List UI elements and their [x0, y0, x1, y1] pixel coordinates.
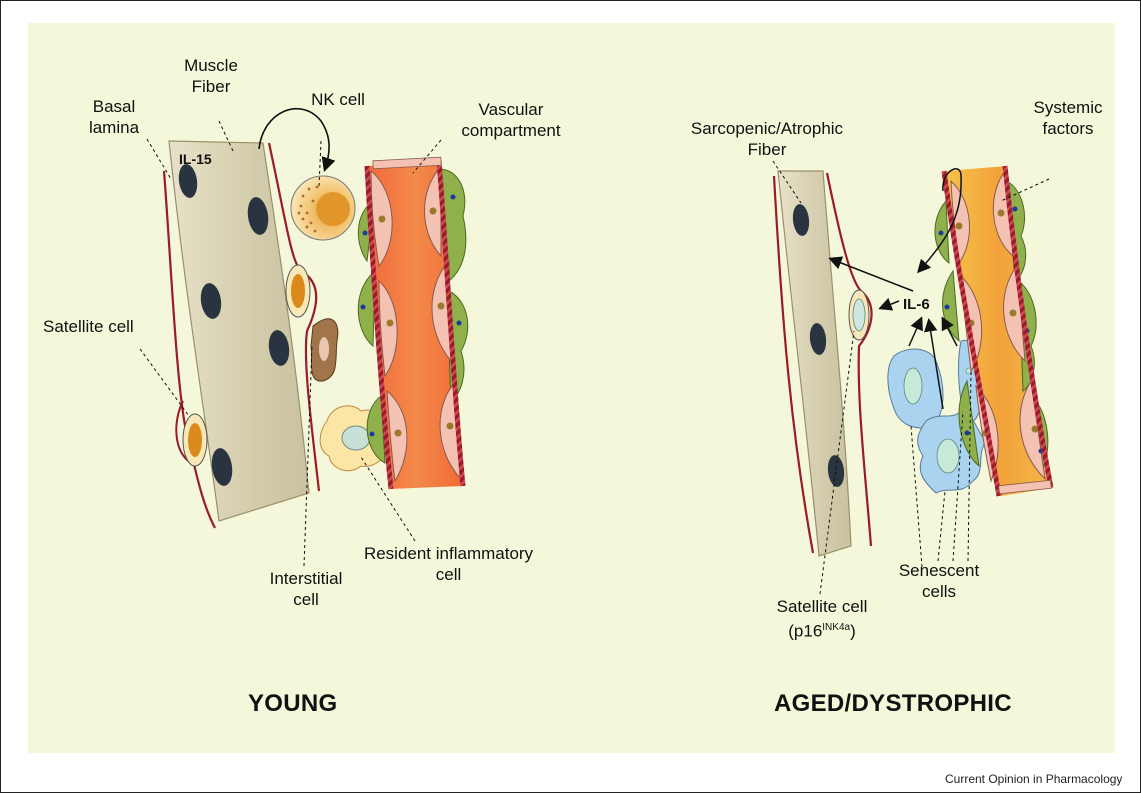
nk-cell: [291, 176, 355, 240]
label-senescent-line1: Senescent: [889, 560, 989, 581]
label-aged-satellite-line1: Satellite cell: [767, 596, 877, 617]
label-systemic-line1: Systemic: [1023, 97, 1113, 118]
label-sarcopenic-line2: Fiber: [677, 139, 857, 160]
label-senescent-line2: cells: [889, 581, 989, 602]
young-satellite-cell: [183, 414, 207, 466]
label-basal-lamina-line2: lamina: [79, 117, 149, 138]
title-young: YOUNG: [248, 690, 338, 718]
label-systemic-factors: Systemic factors: [1023, 97, 1113, 139]
label-vascular-line2: compartment: [441, 120, 581, 141]
label-muscle-fiber-line1: Muscle: [176, 55, 246, 76]
label-aged-satellite-line2: (p16INK4a): [767, 617, 877, 642]
label-satellite-cell: Satellite cell: [43, 316, 134, 337]
young-vascular-compartment: [358, 157, 468, 489]
label-sarcopenic-line1: Sarcopenic/Atrophic: [677, 118, 857, 139]
label-nk-cell: NK cell: [298, 89, 378, 110]
label-p16: (p16: [788, 622, 822, 641]
label-il15: IL-15: [179, 149, 212, 170]
label-aged-satellite-cell: Satellite cell (p16INK4a): [767, 596, 877, 642]
label-vascular-compartment: Vascular compartment: [441, 99, 581, 141]
aged-satellite-cell: [849, 290, 869, 340]
label-systemic-line2: factors: [1023, 118, 1113, 139]
young-satellite-cell-2: [286, 265, 310, 317]
interstitial-cell: [311, 319, 338, 381]
title-aged-dystrophic: AGED/DYSTROPHIC: [774, 690, 1012, 718]
label-close-paren: ): [850, 622, 856, 641]
label-basal-lamina: Basal lamina: [79, 96, 149, 138]
label-resident-line2: cell: [336, 564, 561, 585]
label-senescent-cells: Senescent cells: [889, 560, 989, 602]
label-resident-inflammatory-cell: Resident inflammatory cell: [336, 543, 561, 585]
source-credit: Current Opinion in Pharmacology: [945, 772, 1122, 786]
aged-muscle-fiber: [774, 171, 872, 556]
label-resident-line1: Resident inflammatory: [336, 543, 561, 564]
label-ink4a: INK4a: [822, 622, 850, 633]
label-il6: IL-6: [903, 294, 930, 315]
label-muscle-fiber-line2: Fiber: [176, 76, 246, 97]
label-muscle-fiber: Muscle Fiber: [176, 55, 246, 97]
label-interstitial-line2: cell: [251, 589, 361, 610]
label-sarcopenic-fiber: Sarcopenic/Atrophic Fiber: [677, 118, 857, 160]
label-basal-lamina-line1: Basal: [79, 96, 149, 117]
label-vascular-line1: Vascular: [441, 99, 581, 120]
